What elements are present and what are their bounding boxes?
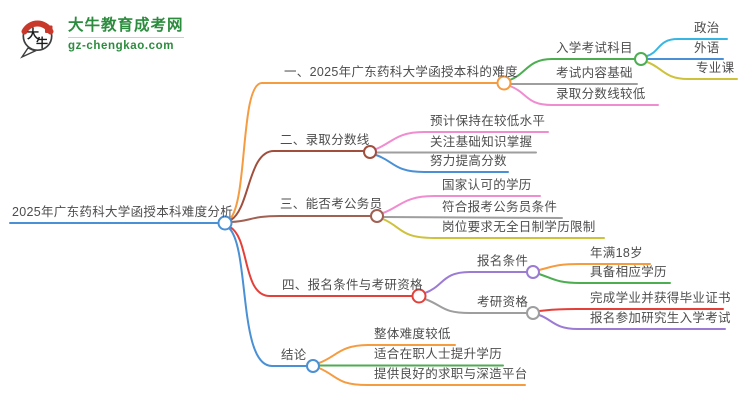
node-register-postgrad-exam: 报名参加研究生入学考试 — [590, 311, 731, 325]
node-enrollment-conditions: 报名条件 — [477, 254, 529, 268]
logo-text-block: 大牛教育成考网 gz-chengkao.com — [68, 17, 184, 53]
node-branch-2-admission-score: 二、录取分数线 — [280, 133, 370, 147]
site-logo: 大 牛 大牛教育成考网 gz-chengkao.com — [14, 11, 184, 59]
node-major-course: 专业课 — [696, 61, 735, 75]
branch2-hub-circle — [363, 145, 377, 159]
branch1-hub-circle — [496, 75, 512, 91]
red-seal — [45, 25, 53, 33]
daniu-bubble-icon: 大 牛 — [20, 20, 54, 59]
node-no-fulltime-restriction: 岗位要求无全日制学历限制 — [442, 220, 596, 234]
node-focus-basics: 关注基础知识掌握 — [430, 135, 533, 149]
node-improve-score: 努力提高分数 — [430, 154, 507, 168]
node-overall-low-difficulty: 整体难度较低 — [374, 327, 451, 341]
node-low-admission-line: 录取分数线较低 — [556, 87, 646, 101]
svg-text:大: 大 — [27, 26, 39, 41]
node-state-recognized-degree: 国家认可的学历 — [442, 178, 532, 192]
node-career-platform: 提供良好的求职与深造平台 — [374, 367, 528, 381]
logo-title: 大牛教育成考网 — [68, 17, 184, 34]
node-exam-subjects: 入学考试科目 — [556, 41, 633, 55]
node-politics: 政治 — [694, 21, 720, 35]
root-hub-circle — [217, 215, 233, 231]
node-suitable-for-working-people: 适合在职人士提升学历 — [374, 347, 503, 361]
node-branch-5-conclusion: 结论 — [281, 348, 307, 362]
svg-text:牛: 牛 — [36, 35, 48, 50]
logo-url: gz-chengkao.com — [68, 37, 184, 53]
branch4-hub-circle — [411, 288, 427, 304]
node-branch-4-requirements: 四、报名条件与考研资格 — [282, 278, 423, 292]
node-branch-3-civil-service: 三、能否考公务员 — [280, 197, 383, 211]
conclusion-hub-circle — [306, 359, 320, 373]
node-qualified-education: 具备相应学历 — [590, 265, 667, 279]
node-exam-content-basic: 考试内容基础 — [556, 66, 633, 80]
postgrad-hub-circle — [526, 306, 540, 320]
node-age-18: 年满18岁 — [590, 246, 643, 260]
node-root: 2025年广东药科大学函授本科难度分析 — [12, 205, 234, 219]
branch3-hub-circle — [370, 209, 384, 223]
node-complete-study-diploma: 完成学业并获得毕业证书 — [590, 291, 731, 305]
enrollment-hub-circle — [526, 265, 540, 279]
node-meet-civil-service-conditions: 符合报考公务员条件 — [442, 200, 558, 214]
node-branch-1-difficulty: 一、2025年广东药科大学函授本科的难度 — [284, 65, 518, 79]
node-foreign-language: 外语 — [694, 41, 720, 55]
node-keep-low-level: 预计保持在较低水平 — [430, 114, 546, 128]
exam-subjects-hub-circle — [634, 52, 648, 66]
node-postgrad-eligibility: 考研资格 — [477, 295, 529, 309]
